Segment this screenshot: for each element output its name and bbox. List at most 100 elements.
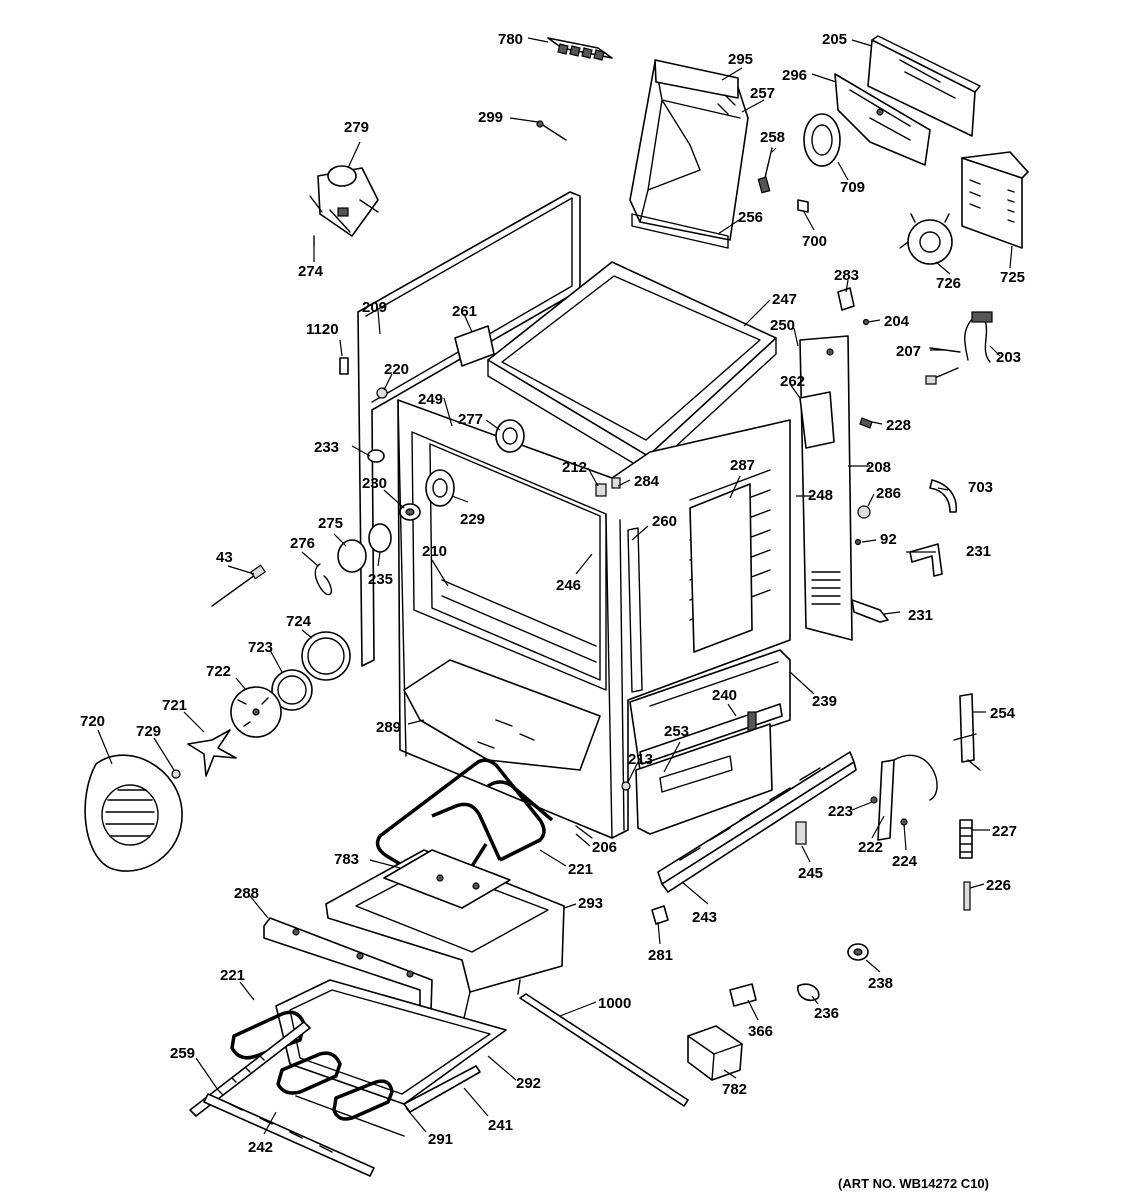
callout-221: 221 [220,967,245,984]
callout-235: 235 [368,571,393,588]
part-43-probe [211,564,267,607]
part-1000-gasket [519,993,689,1107]
callout-725: 725 [1000,269,1025,286]
part-223-screw [870,796,878,804]
callout-227: 227 [992,823,1017,840]
part-291-panel [295,1095,405,1137]
callout-204: 204 [884,313,910,330]
callout-782: 782 [722,1081,747,1098]
callout-249: 249 [418,391,443,408]
part-238-grommet [847,943,869,961]
part-284-clip [611,477,621,489]
part-207-connector [925,347,961,385]
part-231-bracket-upper [909,543,943,577]
callout-231: 231 [966,543,991,560]
callout-274: 274 [298,263,324,280]
callout-299: 299 [478,109,503,126]
callout-283: 283 [834,267,859,284]
callout-241: 241 [488,1117,513,1134]
callout-261: 261 [452,303,477,320]
callout-291: 291 [428,1131,453,1148]
part-722-fan-plate [230,686,282,738]
part-780-valve-manifold [547,37,613,61]
part-235-bulb [368,523,392,553]
callout-236: 236 [814,1005,839,1022]
callout-723: 723 [248,639,273,656]
part-275-cover [337,539,367,573]
callout-230: 230 [362,475,387,492]
callout-709: 709 [840,179,865,196]
part-243-burner [657,751,857,893]
part-227-spring [959,819,973,859]
callout-722: 722 [206,663,231,680]
callout-284: 284 [634,473,660,490]
callout-259: 259 [170,1045,195,1062]
part-221-broil-element [230,1010,394,1121]
part-1120-pad [339,357,349,375]
part-286-fastener [857,505,871,519]
callout-257: 257 [750,85,775,102]
callout-224: 224 [892,853,918,870]
part-212-clip [595,483,607,497]
part-203-harness [964,311,993,363]
callout-231: 231 [908,607,933,624]
part-725-box [961,151,1029,249]
part-92-screw [854,538,862,546]
callout-1000: 1000 [598,995,631,1012]
callout-92: 92 [880,531,897,548]
callout-207: 207 [896,343,921,360]
part-295-vent-duct [629,59,749,249]
part-276-clip [314,563,333,596]
part-204-screw [862,318,870,326]
callout-293: 293 [578,895,603,912]
callout-247: 247 [772,291,797,308]
leader-lines [97,37,1013,1135]
part-783-plate [383,849,511,909]
part-241-slide [403,1065,481,1113]
callout-726: 726 [936,275,961,292]
callout-277: 277 [458,411,483,428]
part-229-ring [425,469,455,507]
part-226-pin [963,881,971,911]
callout-239: 239 [812,693,837,710]
part-236-orifice [797,983,820,1002]
callout-700: 700 [802,233,827,250]
callout-203: 203 [996,349,1021,366]
part-253-panel [635,723,773,835]
part-729-nut [171,769,181,779]
callout-253: 253 [664,723,689,740]
part-289-pan [403,659,601,771]
part-262-bracket [799,391,835,449]
part-277-ring [495,419,525,453]
callout-287: 287 [730,457,755,474]
callout-729: 729 [136,723,161,740]
part-296-shield [834,73,931,166]
part-228-screw [859,417,873,429]
callout-262: 262 [780,373,805,390]
callout-275: 275 [318,515,343,532]
callout-292: 292 [516,1075,541,1092]
callout-238: 238 [868,975,893,992]
callout-210: 210 [422,543,447,560]
part-703-clip [929,479,957,513]
callout-229: 229 [460,511,485,528]
callout-295: 295 [728,51,753,68]
callout-258: 258 [760,129,785,146]
callout-233: 233 [314,439,339,456]
part-205-rear-panel [867,35,981,137]
part-239-rear-plate [629,649,791,771]
part-222-bracket [877,754,938,841]
callout-296: 296 [782,67,807,84]
callout-721: 721 [162,697,187,714]
callout-242: 242 [248,1139,273,1156]
callout-246: 246 [556,577,581,594]
callout-212: 212 [562,459,587,476]
callout-209: 209 [362,299,387,316]
callout-254: 254 [990,705,1016,722]
callout-221: 221 [568,861,593,878]
part-720-fan-cover [84,754,183,872]
callout-243: 243 [692,909,717,926]
part-279-regulator [309,165,379,237]
art-number: (ART NO. WB14272 C10) [838,1176,989,1191]
part-254-bracket [953,693,981,771]
